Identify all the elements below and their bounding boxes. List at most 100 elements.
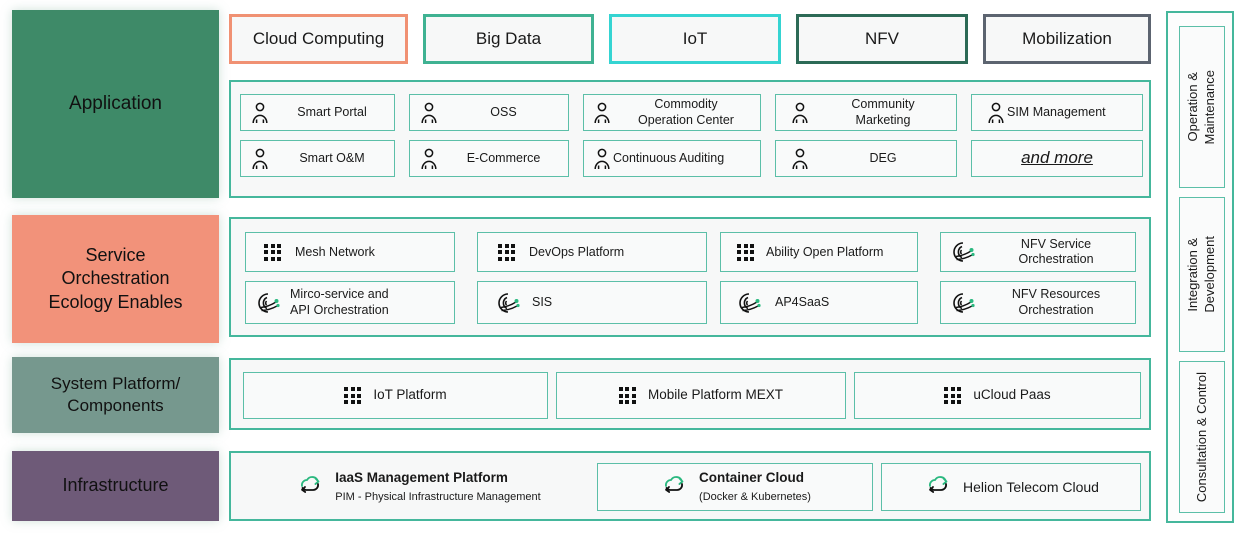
infra-item-iaas-text: IaaS Management Platform PIM - Physical … [335, 469, 540, 505]
layer-label-system-line2: Components [67, 396, 164, 415]
tag-cloud-computing-label: Cloud Computing [252, 29, 385, 48]
service-item-devops-platform[interactable]: DevOps Platform [477, 232, 707, 272]
app-item-community-marketing-label: Community Marketing [810, 97, 956, 128]
service-item-microservice-line1: Mirco-service and [290, 287, 389, 302]
service-item-nfv-resources-label: NFV Resources Orchestration [977, 287, 1135, 318]
cloud-sync-icon [923, 472, 953, 503]
app-item-sim-management-label: SIM Management [1007, 105, 1106, 119]
infra-item-helion-telecom-cloud[interactable]: Helion Telecom Cloud [881, 463, 1141, 511]
service-item-nfv-service-line2: Orchestration [1018, 252, 1094, 266]
layer-label-service-line2: Orchestration [61, 268, 170, 289]
person-icon [592, 148, 612, 170]
system-item-ucloud-paas-label: uCloud Paas [973, 387, 1051, 403]
person-icon [419, 148, 439, 170]
infra-item-helion-telecom-cloud-title: Helion Telecom Cloud [963, 479, 1099, 495]
person-icon [790, 102, 810, 124]
infra-item-container-cloud-title: Container Cloud [699, 470, 805, 485]
side-rail-container: Operation & Maintenance Integration & De… [1166, 11, 1234, 523]
application-layer-container: Smart Portal OSS Commodity Operation Cen… [229, 80, 1151, 198]
app-item-commodity-line1: Commodity [654, 97, 718, 112]
dot-grid-icon [498, 243, 515, 261]
service-item-nfv-resources-line1: NFV Resources [1011, 287, 1101, 302]
app-item-smart-portal-label: Smart Portal [297, 105, 367, 119]
service-item-microservice-line2: API Orchestration [290, 302, 389, 317]
person-icon [250, 148, 270, 170]
app-item-continuous-auditing[interactable]: Continuous Auditing [583, 140, 761, 177]
orchestration-icon [951, 240, 977, 264]
layer-label-service: Service Orchestration Ecology Enables [12, 215, 219, 343]
person-icon [986, 102, 1006, 124]
side-rail-integration-development[interactable]: Integration & Development [1179, 197, 1225, 352]
orchestration-icon [951, 291, 977, 315]
tag-big-data[interactable]: Big Data [423, 14, 594, 64]
orchestration-icon [737, 291, 763, 315]
side-rail-consultation-control-label: Consultation & Control [1193, 371, 1209, 503]
app-item-and-more[interactable]: and more [971, 140, 1143, 177]
service-item-devops-platform-label: DevOps Platform [529, 244, 625, 259]
app-item-e-commerce-label: E-Commerce [466, 151, 541, 165]
app-item-deg[interactable]: DEG [775, 140, 957, 177]
app-item-smart-om-label: Smart O&M [299, 151, 365, 165]
service-item-nfv-service-orchestration[interactable]: NFV Service Orchestration [940, 232, 1136, 272]
system-item-iot-platform-label: IoT Platform [373, 387, 447, 403]
tag-cloud-computing[interactable]: Cloud Computing [229, 14, 408, 64]
side-rail-operation-maintenance-label: Operation & Maintenance [1185, 69, 1217, 145]
tag-nfv[interactable]: NFV [796, 14, 968, 64]
orchestration-icon [496, 291, 522, 315]
dot-grid-icon [344, 387, 362, 404]
infra-item-container-cloud-text: Container Cloud (Docker & Kubernetes) [699, 469, 811, 505]
app-item-smart-om[interactable]: Smart O&M [240, 140, 395, 177]
tag-iot-label: IoT [682, 29, 708, 48]
service-item-nfv-service-orchestration-label: NFV Service Orchestration [977, 237, 1135, 268]
system-item-mobile-platform-mext[interactable]: Mobile Platform MEXT [556, 372, 846, 419]
side-rail-operation-maintenance[interactable]: Operation & Maintenance [1179, 26, 1225, 188]
service-item-sis[interactable]: SIS [477, 281, 707, 324]
system-item-ucloud-paas[interactable]: uCloud Paas [854, 372, 1141, 419]
app-item-commodity-operation-center[interactable]: Commodity Operation Center [583, 94, 761, 131]
tag-mobilization[interactable]: Mobilization [983, 14, 1151, 64]
service-item-nfv-resources-line2: Orchestration [1018, 302, 1094, 317]
layer-label-service-line3: Ecology Enables [48, 291, 183, 312]
person-icon [592, 102, 612, 124]
side-rail-consultation-control[interactable]: Consultation & Control [1179, 361, 1225, 513]
service-item-microservice-api-orchestration[interactable]: Mirco-service and API Orchestration [245, 281, 455, 324]
infra-item-container-cloud[interactable]: Container Cloud (Docker & Kubernetes) [597, 463, 873, 511]
dot-grid-icon [944, 387, 962, 404]
layer-label-system-line1: System Platform/ [50, 374, 181, 394]
infra-item-container-cloud-subtitle: (Docker & Kubernetes) [699, 491, 811, 503]
infra-item-iaas-subtitle: PIM - Physical Infrastructure Management [335, 491, 541, 503]
app-item-e-commerce[interactable]: E-Commerce [409, 140, 569, 177]
person-icon [419, 102, 439, 124]
service-item-nfv-service-line1: NFV Service [1020, 236, 1092, 251]
system-item-mobile-platform-mext-label: Mobile Platform MEXT [647, 387, 784, 403]
app-item-community-marketing[interactable]: Community Marketing [775, 94, 957, 131]
infrastructure-layer-container: IaaS Management Platform PIM - Physical … [229, 451, 1151, 521]
app-item-sim-management[interactable]: SIM Management [971, 94, 1143, 131]
system-item-iot-platform[interactable]: IoT Platform [243, 372, 548, 419]
layer-label-infrastructure-text: Infrastructure [62, 475, 169, 496]
app-item-community-line1: Community [851, 97, 915, 112]
app-item-oss-label: OSS [490, 105, 517, 119]
app-item-and-more-label: and more [1021, 148, 1093, 168]
app-item-smart-portal[interactable]: Smart Portal [240, 94, 395, 131]
service-item-nfv-resources-orchestration[interactable]: NFV Resources Orchestration [940, 281, 1136, 324]
service-item-ability-open-platform[interactable]: Ability Open Platform [720, 232, 918, 272]
layer-label-system: System Platform/ Components [12, 357, 219, 433]
tag-nfv-label: NFV [865, 29, 899, 48]
tag-iot[interactable]: IoT [609, 14, 781, 64]
service-item-ap4saas[interactable]: AP4SaaS [720, 281, 918, 324]
person-icon [790, 148, 810, 170]
cloud-sync-icon [295, 472, 325, 503]
app-item-continuous-auditing-label: Continuous Auditing [613, 151, 725, 165]
service-item-mesh-network[interactable]: Mesh Network [245, 232, 455, 272]
person-icon [250, 102, 270, 124]
app-item-oss[interactable]: OSS [409, 94, 569, 131]
side-rail-integration-development-label: Integration & Development [1185, 236, 1217, 313]
infra-item-iaas-management-platform[interactable]: IaaS Management Platform PIM - Physical … [243, 463, 593, 511]
service-item-sis-label: SIS [532, 295, 553, 309]
service-item-microservice-label: Mirco-service and API Orchestration [282, 287, 454, 318]
dot-grid-icon [264, 243, 281, 261]
service-item-ap4saas-label: AP4SaaS [775, 295, 830, 309]
service-layer-container: Mesh Network DevOps Platform Ability Ope… [229, 217, 1151, 337]
